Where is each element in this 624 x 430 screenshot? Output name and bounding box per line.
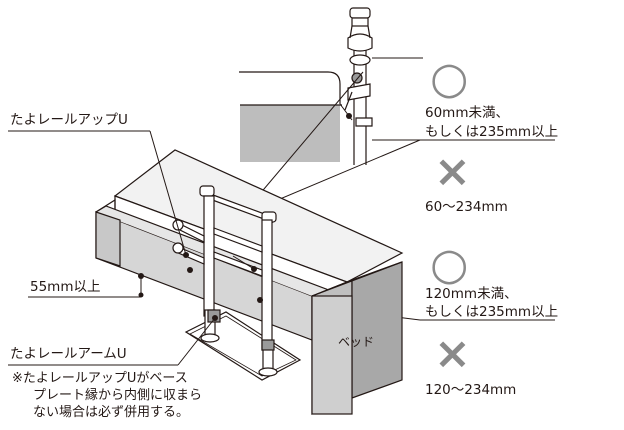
- rail-structure: [172, 185, 278, 377]
- ok-line-1: 60mm未満、: [425, 105, 509, 121]
- ok-line-2: もしくは235mm以上: [425, 124, 559, 140]
- left-leaders: [8, 130, 255, 366]
- note-line-3: ない場合は必ず併用する。: [33, 405, 190, 420]
- label-rail-top: たよレールアップU: [10, 112, 128, 128]
- ng-range: 60〜234mm: [425, 199, 508, 215]
- ng-cross-icon: ×: [434, 146, 471, 197]
- ok-circle-icon: ○: [430, 53, 469, 104]
- note-line-1: ※たよレールアップUがベース: [12, 371, 188, 386]
- ng-range: 120〜234mm: [425, 382, 517, 398]
- ok-line-2: もしくは235mm以上: [425, 304, 559, 320]
- note-line-2: プレート縁から内側に収まら: [33, 388, 203, 403]
- label-arm: たよレールアームU: [10, 346, 127, 362]
- label-min-height: 55mm以上: [30, 279, 101, 295]
- ng-cross-icon: ×: [434, 328, 471, 379]
- ok-circle-icon: ○: [430, 239, 469, 290]
- ok-line-1: 120mm未満、: [425, 286, 518, 302]
- detail-inset: [239, 7, 373, 166]
- label-bed: ベッド: [338, 335, 375, 349]
